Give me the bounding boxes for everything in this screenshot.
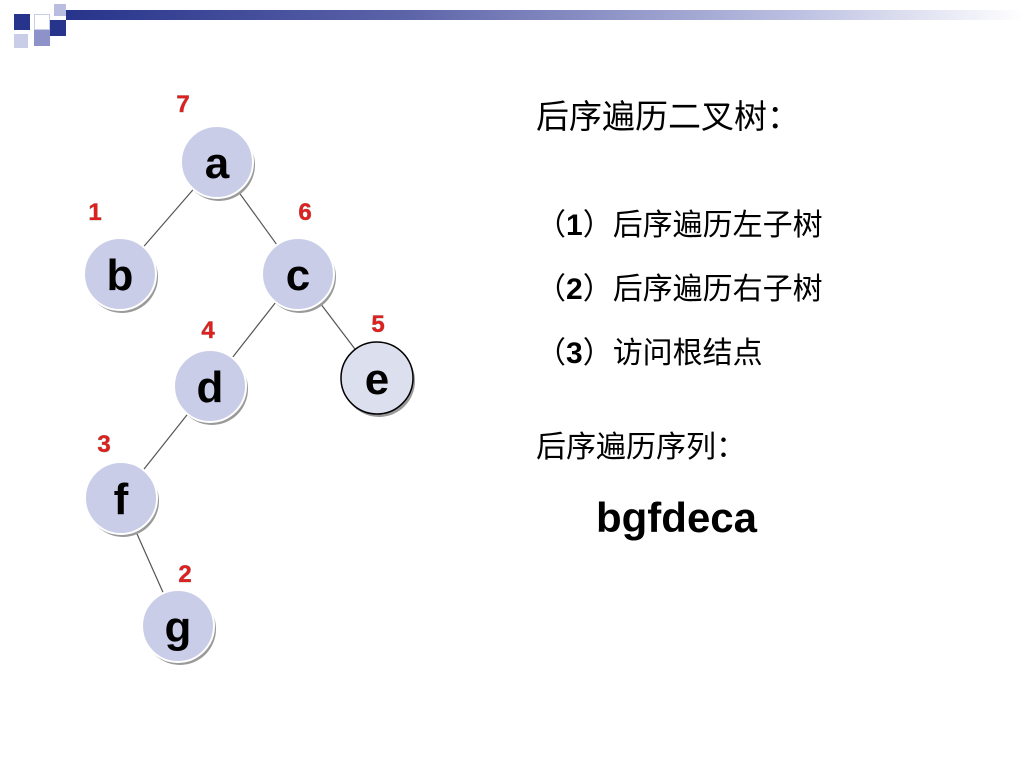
deco-square xyxy=(14,34,28,48)
tree-edge-c-d xyxy=(231,301,277,359)
sequence-label: 后序遍历序列： xyxy=(536,430,746,465)
step-text: 后序遍历左子树 xyxy=(612,208,823,243)
node-circle xyxy=(173,349,247,423)
deco-square xyxy=(34,14,50,30)
tree-node-a: a7 xyxy=(176,91,255,201)
step-text: 后序遍历右子树 xyxy=(612,272,823,307)
tree-node-e: e5 xyxy=(340,311,415,417)
visit-order-number: 3 xyxy=(97,431,110,458)
step-3: （3）访问根结点 xyxy=(536,336,763,371)
node-label: e xyxy=(365,355,389,404)
visit-order-number: 5 xyxy=(371,311,384,338)
tree-edges xyxy=(135,188,356,594)
tree-node-g: g2 xyxy=(141,561,216,665)
step-1: （1）后序遍历左子树 xyxy=(536,208,823,243)
node-circle xyxy=(141,589,215,663)
tree-node-f: f3 xyxy=(84,431,159,537)
tree-edge-d-f xyxy=(142,413,189,471)
deco-square xyxy=(54,4,66,16)
node-circle xyxy=(83,237,157,311)
visit-order-number: 1 xyxy=(88,199,101,226)
tree-edge-a-c xyxy=(237,190,278,246)
node-circle xyxy=(84,461,158,535)
step-number: 3 xyxy=(566,337,583,370)
node-label: c xyxy=(286,251,310,300)
sequence-value: bgfdeca xyxy=(596,494,758,541)
step-number: 2 xyxy=(566,273,583,306)
slide-title: 后序遍历二叉树： xyxy=(536,97,800,136)
step-2: （2）后序遍历右子树 xyxy=(536,272,823,307)
visit-order-number: 6 xyxy=(298,199,311,226)
tree-edge-a-b xyxy=(143,188,194,248)
visit-order-number: 2 xyxy=(178,561,191,588)
visit-order-number: 7 xyxy=(176,91,189,118)
tree-node-b: b1 xyxy=(83,199,158,313)
step-text: 访问根结点 xyxy=(612,336,763,371)
node-label: g xyxy=(165,603,192,652)
node-label: d xyxy=(197,363,224,412)
node-circle xyxy=(340,341,414,415)
tree-node-d: d4 xyxy=(173,317,248,425)
title-bar-gradient xyxy=(66,10,1024,20)
deco-square xyxy=(50,20,66,36)
tree-node-c: c6 xyxy=(261,199,336,313)
node-label: f xyxy=(114,475,129,524)
node-circle xyxy=(261,237,335,311)
node-label: b xyxy=(107,251,134,300)
tree-edge-f-g xyxy=(135,530,164,594)
tree-edge-c-e xyxy=(319,302,356,350)
deco-square xyxy=(34,30,50,46)
deco-square xyxy=(14,14,30,30)
step-number: 1 xyxy=(566,209,583,242)
node-label: a xyxy=(205,139,230,188)
visit-order-number: 4 xyxy=(201,317,215,344)
node-circle xyxy=(180,125,254,199)
